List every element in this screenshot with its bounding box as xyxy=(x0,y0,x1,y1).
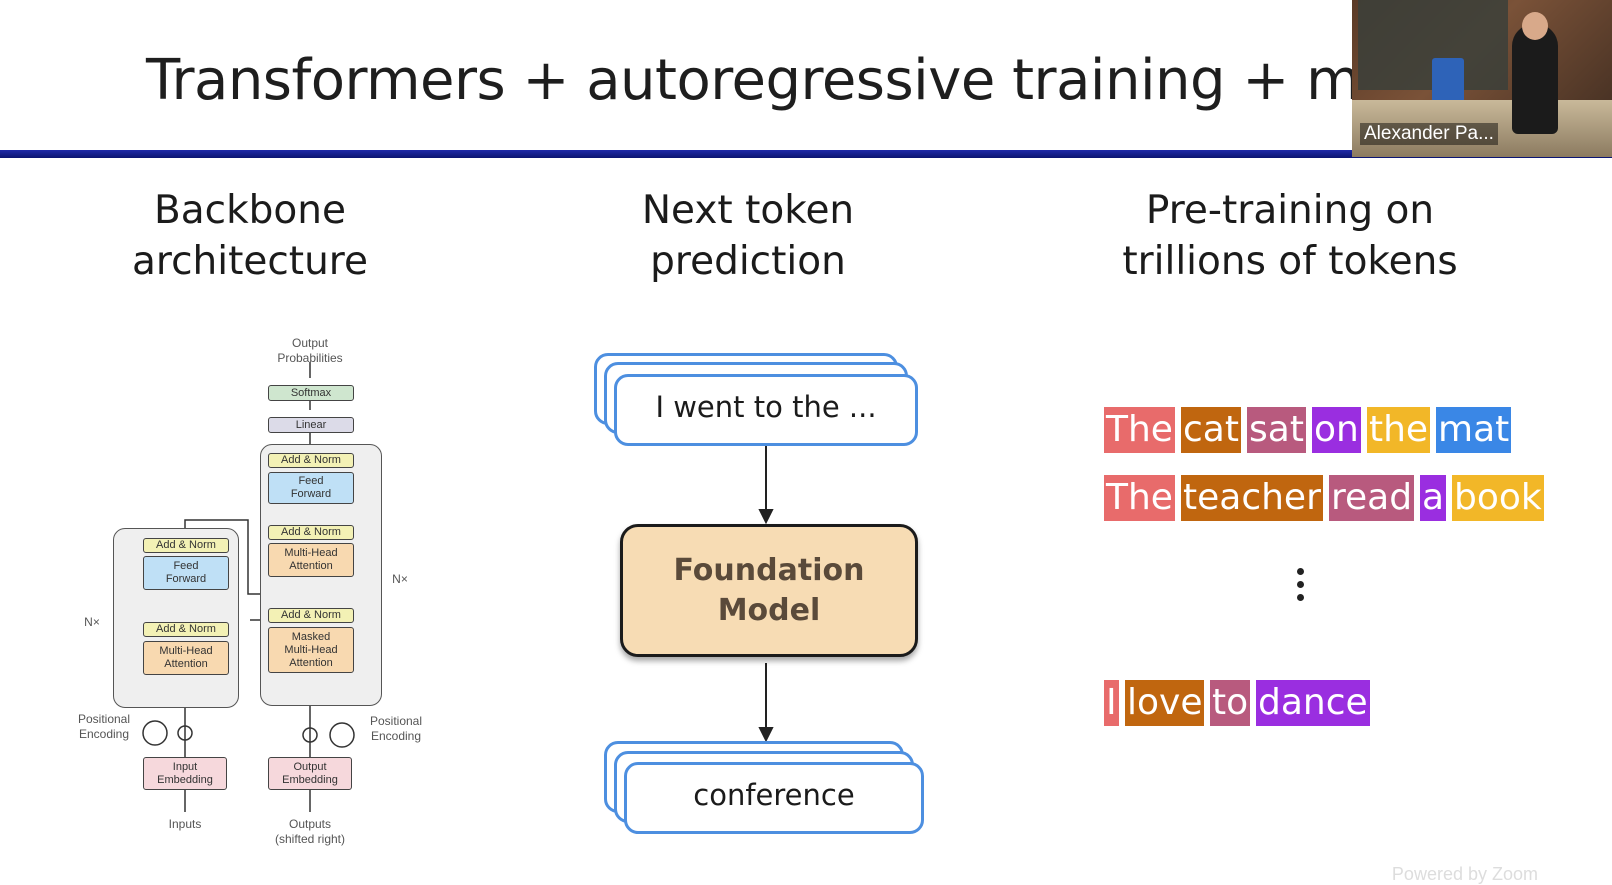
model-label: Foundation xyxy=(673,552,865,588)
token-chip: to xyxy=(1210,680,1251,726)
recycle-bin xyxy=(1432,58,1464,106)
column-heading-pretraining: Pre-training on trillions of tokens xyxy=(1090,185,1490,287)
label-line: Encoding xyxy=(78,727,130,741)
ellipsis-icon xyxy=(1297,568,1305,607)
label-line: Encoding xyxy=(370,729,422,743)
label-line: Positional xyxy=(77,712,131,726)
speaker-figure xyxy=(1512,24,1558,134)
block-label: Attention xyxy=(289,656,333,669)
positional-encoding-label: Positional Encoding xyxy=(64,712,144,742)
linear-block: Linear xyxy=(268,417,354,433)
foundation-model-box: Foundation Model xyxy=(620,524,918,657)
block-label: Multi-Head xyxy=(284,643,338,656)
add-norm-block: Add & Norm xyxy=(268,608,354,623)
block-label: Add & Norm xyxy=(156,623,216,635)
model-label: Model xyxy=(717,592,821,628)
slide-title: Transformers + autoregressive training +… xyxy=(146,48,1467,113)
label-line: (shifted right) xyxy=(274,832,346,846)
output-card xyxy=(624,762,924,834)
softmax-block: Softmax xyxy=(268,385,354,401)
block-label: Add & Norm xyxy=(281,526,341,538)
output-probabilities-label: Output Probabilities xyxy=(260,336,360,366)
token-chip: the xyxy=(1367,407,1431,453)
block-label: Multi-Head xyxy=(159,645,213,657)
block-label: Attention xyxy=(164,658,208,670)
block-label: Feed xyxy=(298,475,324,487)
encoder-nx-label: N× xyxy=(84,615,100,629)
block-label: Embedding xyxy=(157,773,213,786)
inputs-label: Inputs xyxy=(168,817,202,831)
block-label: Feed xyxy=(173,560,199,572)
zoom-watermark: Powered by Zoom xyxy=(1391,864,1538,884)
label-line: Probabilities xyxy=(277,351,343,365)
block-label: Output xyxy=(293,760,327,773)
title-rule xyxy=(0,150,1612,158)
output-text: conference xyxy=(693,778,855,812)
block-label: Multi-Head xyxy=(284,547,338,559)
add-norm-block: Add & Norm xyxy=(143,622,229,637)
label-line: Outputs xyxy=(288,817,332,831)
token-chip: mat xyxy=(1436,407,1512,453)
block-label: Add & Norm xyxy=(156,539,216,551)
desk xyxy=(1352,100,1612,157)
positional-encoding-label: Positional Encoding xyxy=(356,714,436,744)
token-chip: read xyxy=(1329,475,1415,521)
token-chip: dance xyxy=(1256,680,1370,726)
token-chip: The xyxy=(1104,475,1175,521)
block-label: Masked xyxy=(291,630,331,643)
add-norm-block: Add & Norm xyxy=(268,453,354,468)
block-label: Input xyxy=(172,760,198,773)
decoder-nx-label: N× xyxy=(392,572,408,586)
token-chip: book xyxy=(1452,475,1544,521)
add-norm-block: Add & Norm xyxy=(143,538,229,553)
column-heading-architecture: Backbone architecture xyxy=(100,185,400,287)
heading-line: prediction xyxy=(650,239,846,284)
block-label: Add & Norm xyxy=(281,454,341,466)
token-chip: on xyxy=(1312,407,1361,453)
heading-line: Pre-training on xyxy=(1145,188,1435,233)
token-chip: I xyxy=(1104,680,1119,726)
participant-name: Alexander Pa... xyxy=(1360,123,1498,145)
add-norm-block: Add & Norm xyxy=(268,525,354,540)
heading-line: Backbone xyxy=(153,188,346,233)
token-chip: sat xyxy=(1247,407,1306,453)
heading-line: trillions of tokens xyxy=(1122,239,1458,284)
block-label: Forward xyxy=(165,573,207,585)
block-label: Softmax xyxy=(290,386,332,399)
block-label: Embedding xyxy=(282,773,338,786)
token-chip: The xyxy=(1104,407,1175,453)
heading-line: Next token xyxy=(641,188,855,233)
label-line: Output xyxy=(291,336,329,350)
prompt-text: I went to the ... xyxy=(655,390,877,424)
block-label: Add & Norm xyxy=(281,609,341,621)
token-chip: teacher xyxy=(1181,475,1323,521)
participant-video[interactable]: Alexander Pa... xyxy=(1352,0,1612,157)
column-heading-prediction: Next token prediction xyxy=(598,185,898,287)
block-label: Attention xyxy=(289,560,333,572)
outputs-label: Outputs (shifted right) xyxy=(255,817,365,847)
token-chip: a xyxy=(1420,475,1447,521)
block-label: Forward xyxy=(290,488,332,500)
label-line: Positional xyxy=(369,714,423,728)
token-chip: love xyxy=(1125,680,1205,726)
prompt-card xyxy=(614,374,918,446)
encoder-stack xyxy=(113,528,239,708)
token-chip: cat xyxy=(1181,407,1241,453)
heading-line: architecture xyxy=(132,239,368,284)
block-label: Linear xyxy=(295,418,327,431)
speaker-head xyxy=(1522,12,1548,40)
